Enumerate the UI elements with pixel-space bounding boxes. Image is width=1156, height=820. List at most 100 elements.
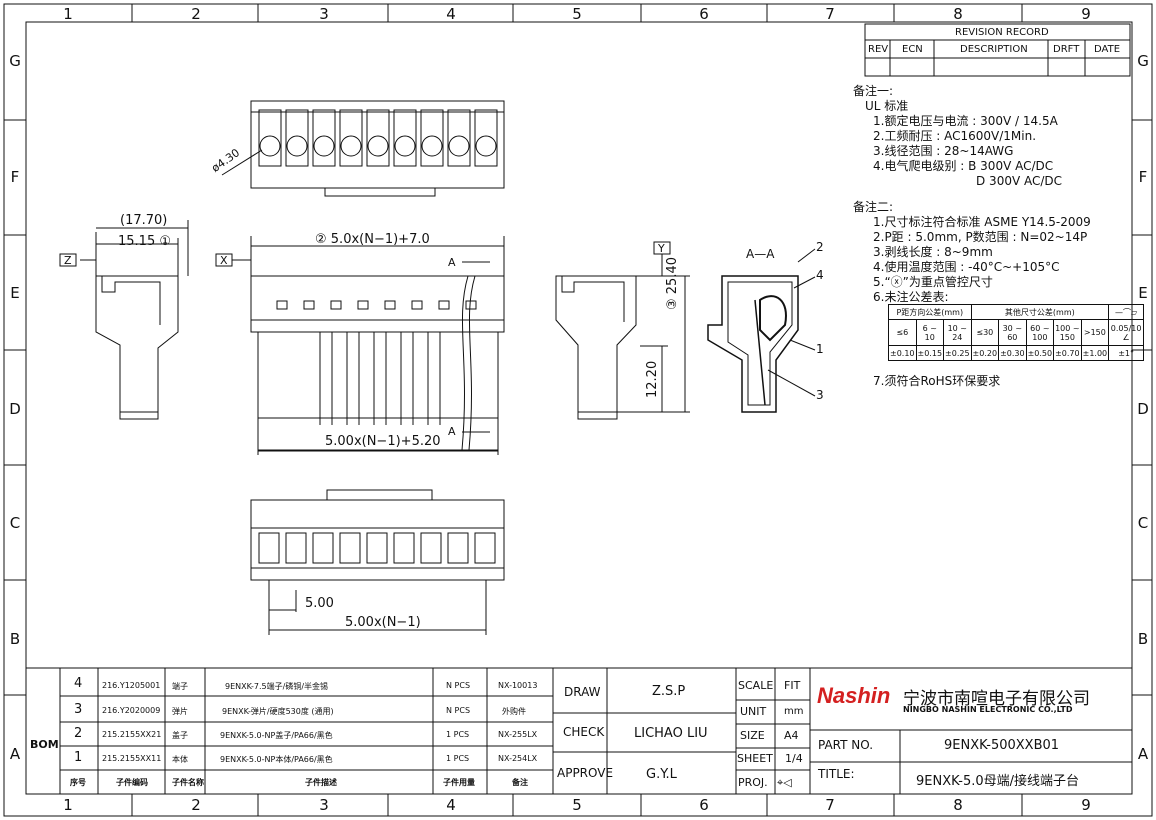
note-line: D 300V AC/DC bbox=[976, 174, 1063, 188]
bom-desc: 9ENXK-5.0-NP盖子/PA66/黑色 bbox=[220, 731, 333, 740]
datum-x: X bbox=[220, 254, 228, 267]
dim-pitch: 5.00 bbox=[305, 596, 334, 611]
bom-qty: 1 PCS bbox=[446, 754, 470, 763]
company-name-cn: 宁波市南喧电子有限公司 bbox=[903, 689, 1090, 709]
tol-value: ±0.70 bbox=[1053, 345, 1082, 361]
rev-header-rev: REV bbox=[868, 44, 889, 55]
tol-value: ±0.20 bbox=[970, 345, 1000, 361]
scale-value: FIT bbox=[784, 679, 801, 692]
tol-range: >150 bbox=[1080, 319, 1110, 346]
note-rohs: 7.须符合RoHS环保要求 bbox=[873, 374, 1001, 388]
rev-header-drft: DRFT bbox=[1053, 44, 1080, 55]
zone-row-g-right: G bbox=[1137, 52, 1149, 70]
note-line: 3.剥线长度 : 8~9mm bbox=[873, 245, 993, 259]
note-line: 6.未注公差表: bbox=[873, 290, 949, 304]
bom-qty: 1 PCS bbox=[446, 730, 470, 739]
bom-name: 端子 bbox=[172, 682, 188, 691]
proj-label: PROJ. bbox=[738, 776, 768, 789]
rev-header-description: DESCRIPTION bbox=[960, 44, 1028, 55]
note-line: 3.线径范围 : 28~14AWG bbox=[873, 144, 1014, 158]
bom-footer-cell: 子件描述 bbox=[305, 778, 337, 787]
bom-ref: NX-10013 bbox=[498, 681, 538, 690]
zone-col-8-bottom: 8 bbox=[953, 796, 963, 814]
note-line: 2.工频耐压 : AC1600V/1Min. bbox=[873, 129, 1037, 143]
balloon-3: 3 bbox=[816, 388, 824, 402]
note-line: 1.额定电压与电流 : 300V / 14.5A bbox=[873, 114, 1058, 128]
size-value: A4 bbox=[784, 729, 799, 742]
scale-label: SCALE bbox=[738, 679, 774, 692]
bom-name: 盖子 bbox=[172, 731, 188, 740]
rev-header-date: DATE bbox=[1094, 44, 1121, 55]
projection-icon: ⌖◁ bbox=[777, 776, 792, 789]
tol-value: ±0.10 bbox=[888, 345, 917, 361]
zone-col-9: 9 bbox=[1081, 5, 1091, 23]
bom-ref: 外购件 bbox=[502, 707, 526, 716]
zone-row-d-right: D bbox=[1137, 400, 1149, 418]
size-label: SIZE bbox=[740, 729, 765, 742]
bom-desc: 9ENXK-5.0-NP本体/PA66/黑色 bbox=[220, 755, 333, 764]
zone-col-9-bottom: 9 bbox=[1081, 796, 1091, 814]
zone-col-6: 6 bbox=[699, 5, 709, 23]
tol-range: 6 ~ 10 bbox=[915, 319, 945, 346]
tol-value: ±0.50 bbox=[1025, 345, 1055, 361]
balloon-2: 2 bbox=[816, 240, 824, 254]
dim-25-40: ③ 25.40 bbox=[665, 256, 680, 310]
tol-range: 100 ~ 150 bbox=[1053, 319, 1082, 346]
tol-range: ≤6 bbox=[888, 319, 917, 346]
tol-range: ≤30 bbox=[970, 319, 1000, 346]
balloon-4: 4 bbox=[816, 268, 824, 282]
angle-symbol: ∠ bbox=[1122, 332, 1130, 342]
bom-no: 4 bbox=[74, 676, 83, 691]
bom-ref: NX-255LX bbox=[498, 730, 538, 739]
company-logo: Nashin bbox=[817, 683, 891, 708]
tol-range: 10 ~ 24 bbox=[943, 319, 972, 346]
zone-col-2: 2 bbox=[191, 5, 201, 23]
revision-title: REVISION RECORD bbox=[955, 27, 1049, 38]
notes-one-sub: UL 标准 bbox=[865, 99, 909, 113]
title-label: TITLE: bbox=[818, 767, 855, 781]
zone-col-8: 8 bbox=[953, 5, 963, 23]
tol-range: 30 ~ 60 bbox=[998, 319, 1027, 346]
note-line: 2.P距 : 5.0mm, P数范围 : N=02~14P bbox=[873, 230, 1088, 244]
zone-row-e-right: E bbox=[1138, 284, 1148, 302]
zone-col-2-bottom: 2 bbox=[191, 796, 201, 814]
rev-header-ecn: ECN bbox=[902, 44, 923, 55]
check-label: CHECK bbox=[563, 725, 605, 739]
zone-row-b: B bbox=[9, 630, 21, 648]
datum-y: Y bbox=[658, 242, 665, 255]
bom-footer-cell: 子件用量 bbox=[443, 778, 475, 787]
zone-row-e: E bbox=[10, 284, 20, 302]
zone-row-d: D bbox=[9, 400, 21, 418]
bom-no: 1 bbox=[74, 750, 83, 765]
notes-one-heading: 备注一: bbox=[853, 84, 894, 98]
title-value: 9ENXK-5.0母端/接线端子台 bbox=[916, 774, 1080, 789]
zone-row-f: F bbox=[10, 168, 20, 186]
bom-no: 3 bbox=[74, 702, 83, 717]
tol-range: 60 ~ 100 bbox=[1025, 319, 1055, 346]
zone-row-c-right: C bbox=[1137, 514, 1149, 532]
zone-row-b-right: B bbox=[1137, 630, 1149, 648]
zone-col-5: 5 bbox=[572, 5, 582, 23]
section-mark-bottom: A bbox=[448, 425, 456, 438]
part-no-label: PART NO. bbox=[818, 738, 874, 752]
dim-bottom-width: 5.00x(N−1)+5.20 bbox=[325, 434, 441, 449]
bom-desc: 9ENXK-7.5端子/磷铜/半金锡 bbox=[225, 682, 329, 691]
bom-code: 216.Y1205001 bbox=[102, 681, 161, 690]
bom-footer-cell: 序号 bbox=[70, 778, 86, 787]
zone-col-3-bottom: 3 bbox=[319, 796, 329, 814]
bom-no: 2 bbox=[74, 726, 83, 741]
zone-col-7-bottom: 7 bbox=[825, 796, 835, 814]
section-label: A—A bbox=[746, 247, 775, 261]
sheet-value: 1/4 bbox=[785, 752, 803, 765]
zone-col-5-bottom: 5 bbox=[572, 796, 582, 814]
company-name-en: NINGBO NASHIN ELECTRONIC CO.,LTD bbox=[903, 705, 1073, 714]
bom-label: BOM bbox=[30, 738, 59, 751]
unit-label: UNIT bbox=[740, 705, 767, 718]
bom-qty: N PCS bbox=[446, 706, 471, 715]
zone-row-a: A bbox=[9, 745, 21, 763]
note-line: 5.“ⓧ”为重点管控尺寸 bbox=[873, 275, 993, 289]
tol-value: ±1.00 bbox=[1080, 345, 1110, 361]
zone-col-3: 3 bbox=[319, 5, 329, 23]
bom-ref: NX-254LX bbox=[498, 754, 538, 763]
